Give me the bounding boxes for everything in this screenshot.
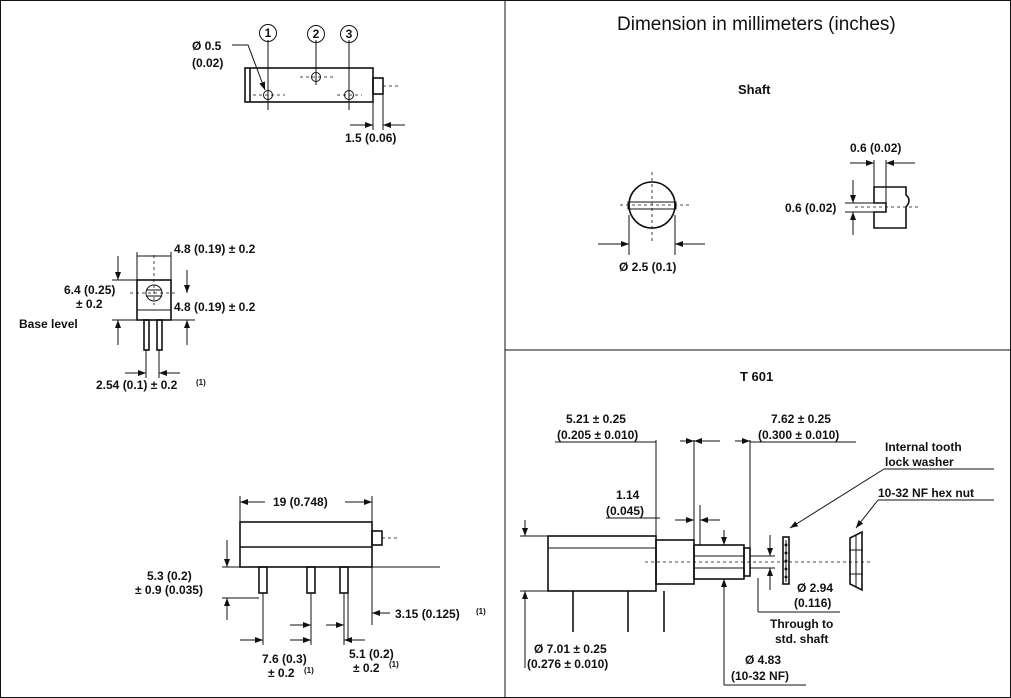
t601-drawing: 5.21 ± 0.25 (0.205 ± 0.010) 7.62 ± 0.25 …: [520, 412, 994, 686]
pitch2-tolerance-label: ± 0.2: [353, 661, 380, 675]
pin-label-2: 2: [313, 27, 320, 41]
hole-diameter-label: Ø 2.94: [797, 581, 833, 595]
height2-label: 4.8 (0.19) ± 0.2: [174, 300, 256, 314]
height-label: 5.3 (0.2): [147, 569, 192, 583]
pin-label-3: 3: [346, 27, 353, 41]
dim-b-label: 7.62 ± 0.25: [771, 412, 831, 426]
pitch1-label: 7.6 (0.3): [262, 652, 307, 666]
body-diameter-label: Ø 7.01 ± 0.25: [534, 642, 607, 656]
t601-title: T 601: [740, 369, 773, 384]
dim-a-inch-label: (0.205 ± 0.010): [557, 428, 638, 442]
hole-diameter-inch-label: (0.02): [192, 56, 223, 70]
nut-label: 10-32 NF hex nut: [878, 486, 974, 500]
thread-diameter-label: Ø 4.83: [745, 653, 781, 667]
length-label: 19 (0.748): [273, 495, 328, 509]
pin-offset-label: 3.15 (0.125): [395, 607, 460, 621]
slot-width-label: 0.6 (0.02): [850, 141, 901, 155]
through-label: Through to: [770, 617, 833, 631]
dim-a-label: 5.21 ± 0.25: [566, 412, 626, 426]
shaft-end-view: Ø 2.5 (0.1): [598, 172, 705, 274]
body-diameter-inch-label: (0.276 ± 0.010): [527, 657, 608, 671]
front-view: 19 (0.748) 5.3 (0.2) ± 0.9 (0.035) 3.15 …: [135, 495, 486, 680]
dim-b-inch-label: (0.300 ± 0.010): [758, 428, 839, 442]
top-view: 1 2 3 Ø 0.5 (0.02) 1.5 (0.06): [192, 24, 405, 145]
offset-label: 1.5 (0.06): [345, 131, 396, 145]
pin-offset-note: (1): [476, 607, 486, 616]
shaft-slot-view: 0.6 (0.02) 0.6 (0.02): [785, 141, 920, 235]
side-view: 4.8 (0.19) ± 0.2 6.4 (0.25) ± 0.2 Base l…: [19, 242, 256, 392]
width-label: 4.8 (0.19) ± 0.2: [174, 242, 256, 256]
shaft-diameter-label: Ø 2.5 (0.1): [619, 260, 676, 274]
thread-spec-label: (10-32 NF): [731, 669, 789, 683]
hole-diameter-label: Ø 0.5: [192, 39, 222, 53]
pitch-note: (1): [196, 378, 206, 387]
pitch1-tolerance-label: ± 0.2: [268, 666, 295, 680]
height-tolerance-label: ± 0.9 (0.035): [135, 583, 203, 597]
slot-depth-label: 0.6 (0.02): [785, 201, 836, 215]
page-title: Dimension in millimeters (inches): [617, 14, 896, 35]
base-level-label: Base level: [19, 317, 78, 331]
pitch2-note: (1): [389, 660, 399, 669]
pitch-label: 2.54 (0.1) ± 0.2: [96, 378, 178, 392]
height-label: 6.4 (0.25): [64, 283, 115, 297]
shaft-title: Shaft: [738, 82, 771, 97]
dim-c-inch-label: (0.045): [606, 504, 644, 518]
pitch2-label: 5.1 (0.2): [349, 647, 394, 661]
pitch1-note: (1): [304, 666, 314, 675]
dim-c-label: 1.14: [616, 488, 640, 502]
height-tolerance-label: ± 0.2: [76, 297, 103, 311]
hole-diameter-inch-label: (0.116): [794, 596, 831, 610]
through-label-2: std. shaft: [775, 632, 828, 646]
washer-label: Internal tooth: [885, 440, 962, 454]
pin-label-1: 1: [265, 26, 272, 40]
washer-label-2: lock washer: [885, 455, 954, 469]
